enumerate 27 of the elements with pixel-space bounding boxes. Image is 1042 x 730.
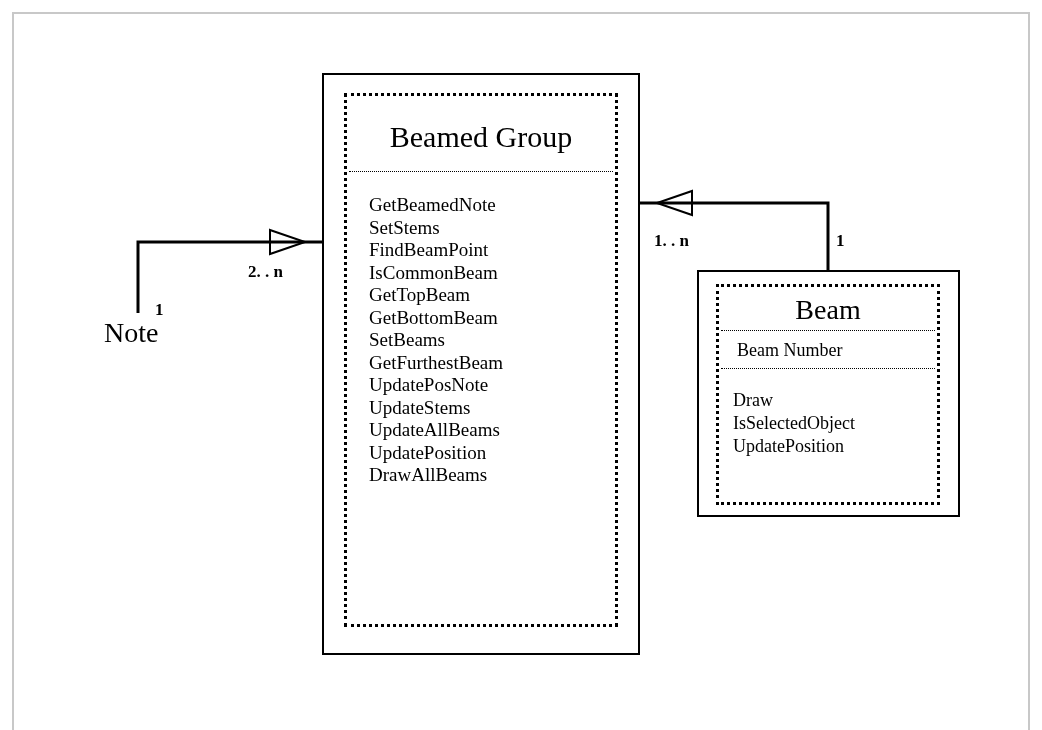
class-box [697,270,960,517]
multiplicity-label: 1. . n [654,231,689,251]
method-name: UpdateAllBeams [369,419,501,442]
method-name: Draw [733,388,774,412]
method-name: FindBeamPoint [369,239,490,262]
association-arrow [136,229,322,313]
multiplicity-label: 1 [155,300,164,320]
class-box [322,73,640,655]
method-name: SetBeams [369,329,446,352]
method-name: IsCommonBeam [369,261,499,284]
method-name: GetFurthestBeam [369,351,505,374]
method-name: DrawAllBeams [369,464,489,487]
multiplicity-label: 1 [836,231,845,251]
multiplicity-label: 2. . n [248,262,283,282]
method-name: SetStems [369,216,441,239]
attribute-name: Beam Number [737,338,844,362]
method-name: UpdatePosition [369,441,488,464]
method-name: UpdateStems [369,396,472,419]
method-name: IsSelectedObject [733,411,856,435]
method-name: GetBeamedNote [369,194,497,217]
association-arrow [640,190,830,270]
method-name: GetTopBeam [369,284,472,307]
method-name: GetBottomBeam [369,306,499,329]
method-name: UpdatePosNote [369,374,490,397]
class-name: Beam [794,293,862,327]
method-name: UpdatePosition [733,434,845,458]
class-name: Beamed Group [388,119,574,155]
